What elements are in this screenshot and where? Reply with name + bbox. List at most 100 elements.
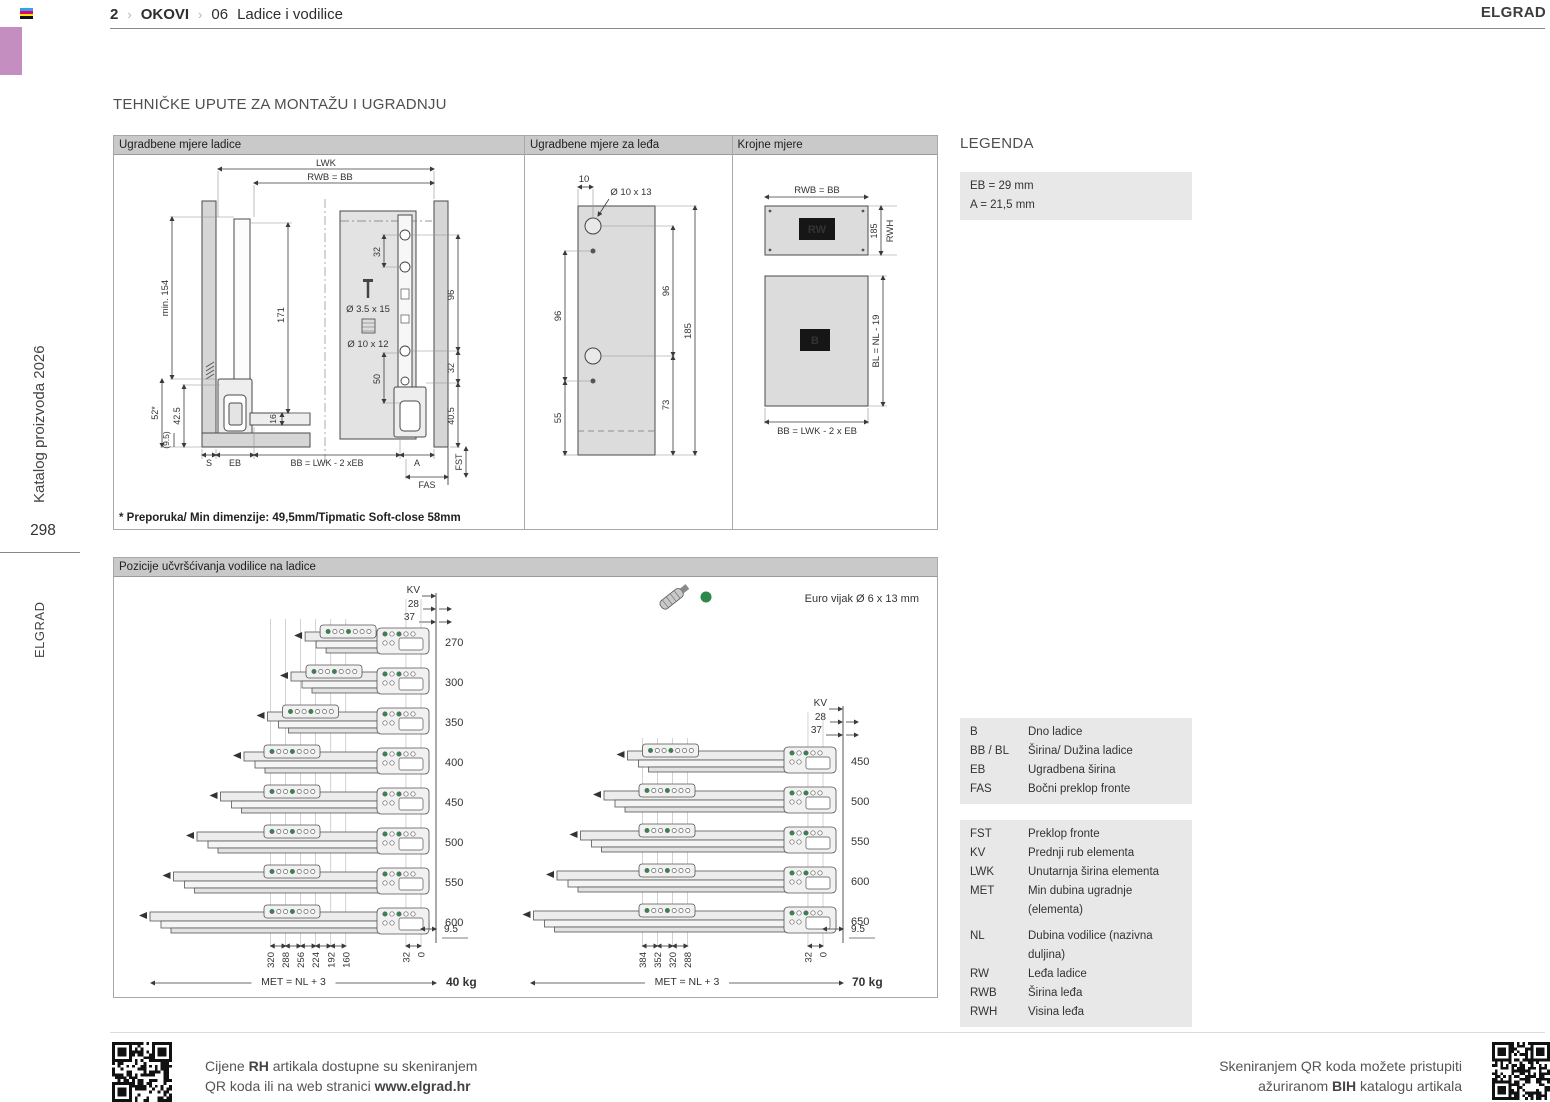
hole [389,680,395,686]
dim-bb: BB = LWK - 2 xEB [290,458,363,468]
footer-left-text: Cijene RH artikala dostupne su skeniranj… [205,1056,477,1096]
hole [269,789,275,794]
dim-bl: BL = NL - 19 [871,315,882,368]
load-label: 70 kg [852,975,883,989]
length-label: 650 [851,916,869,928]
hole [810,790,816,796]
hole [332,629,338,634]
euro-screw-label: Euro vijak Ø 6 x 13 mm [805,593,919,605]
hole [389,800,395,806]
dim-37: 37 [811,725,823,736]
hole [396,631,402,637]
hole [658,868,664,873]
footer-text: Skeniranjem QR koda možete pristupiti [1219,1058,1462,1074]
hole [644,828,650,833]
legend-def: Širina leđa [1028,987,1083,999]
hole [301,709,307,714]
hole [789,870,795,876]
legend-term: B [970,726,978,738]
legend-value: A = 21,5 mm [970,199,1035,211]
hole [382,880,388,886]
rail-arrow [139,912,147,919]
dim-28: 28 [408,599,420,610]
hole-size-label: Ø 10 x 13 [610,187,651,198]
tick-label: 352 [653,952,664,968]
legend-def: Preklop fronte [1028,828,1100,840]
hole [296,869,302,874]
hole [651,788,657,793]
dim-96: 96 [446,290,457,301]
hole [276,909,282,914]
hole [325,629,331,634]
hole [810,870,816,876]
breadcrumb-code: 06 [211,5,229,23]
hole [346,629,351,634]
hole [410,631,416,637]
hole [658,908,664,913]
length-label: 450 [851,756,869,768]
hole [389,911,395,917]
hole [289,829,295,834]
tick-label: 256 [296,952,307,968]
hole [671,908,677,913]
hole [796,750,802,756]
hole [654,748,660,753]
hole [644,868,650,873]
hole [810,750,816,756]
hole [338,669,344,674]
hole [817,750,823,756]
hole [796,839,802,845]
hole [269,829,275,834]
hole [796,799,802,805]
hole [303,749,309,754]
legend-row: FST Preklop fronte [970,825,1182,844]
dim-95: (9.5) [161,431,171,449]
footer-text: Cijene [205,1058,249,1074]
bracket-slot [805,916,831,930]
hole [382,760,388,766]
legend-value: EB = 29 mm [970,180,1034,192]
legend-term: FST [970,828,992,840]
hole [685,868,691,873]
hole [283,829,289,834]
section-title: TEHNIČKE UPUTE ZA MONTAŽU I UGRADNJU [113,96,447,113]
hole [403,671,409,677]
hole [352,669,358,674]
breadcrumb-title: Ladice i vodilice [237,5,343,23]
hole [410,671,416,677]
hole [810,910,816,916]
hole [289,869,295,874]
bracket-slot [398,877,424,891]
hole [410,831,416,837]
bracket-slot [805,876,831,890]
hole [403,791,409,797]
hole [310,749,316,754]
hole [339,629,345,634]
hole [410,871,416,877]
hole [276,829,282,834]
rail-arrow [546,871,554,878]
legend-def: Visina leđa [1028,1006,1085,1018]
rail-lower [170,927,402,934]
rail-arrow [256,712,265,719]
hole [403,711,409,717]
qr-code-bih [1492,1042,1550,1100]
hole [789,790,795,796]
hole [651,828,657,833]
dim-55: 55 [553,413,564,424]
rail-arrow [280,672,288,679]
hole [664,788,670,793]
panel-drawer-header: Ugradbene mjere ladice [114,136,524,155]
tick-label: 288 [683,952,694,968]
hole [685,828,691,833]
hole [410,711,416,717]
dim-10: 10 [579,174,590,185]
hole [296,909,302,914]
hole [648,748,653,753]
hole [403,911,409,917]
hole [410,751,416,757]
